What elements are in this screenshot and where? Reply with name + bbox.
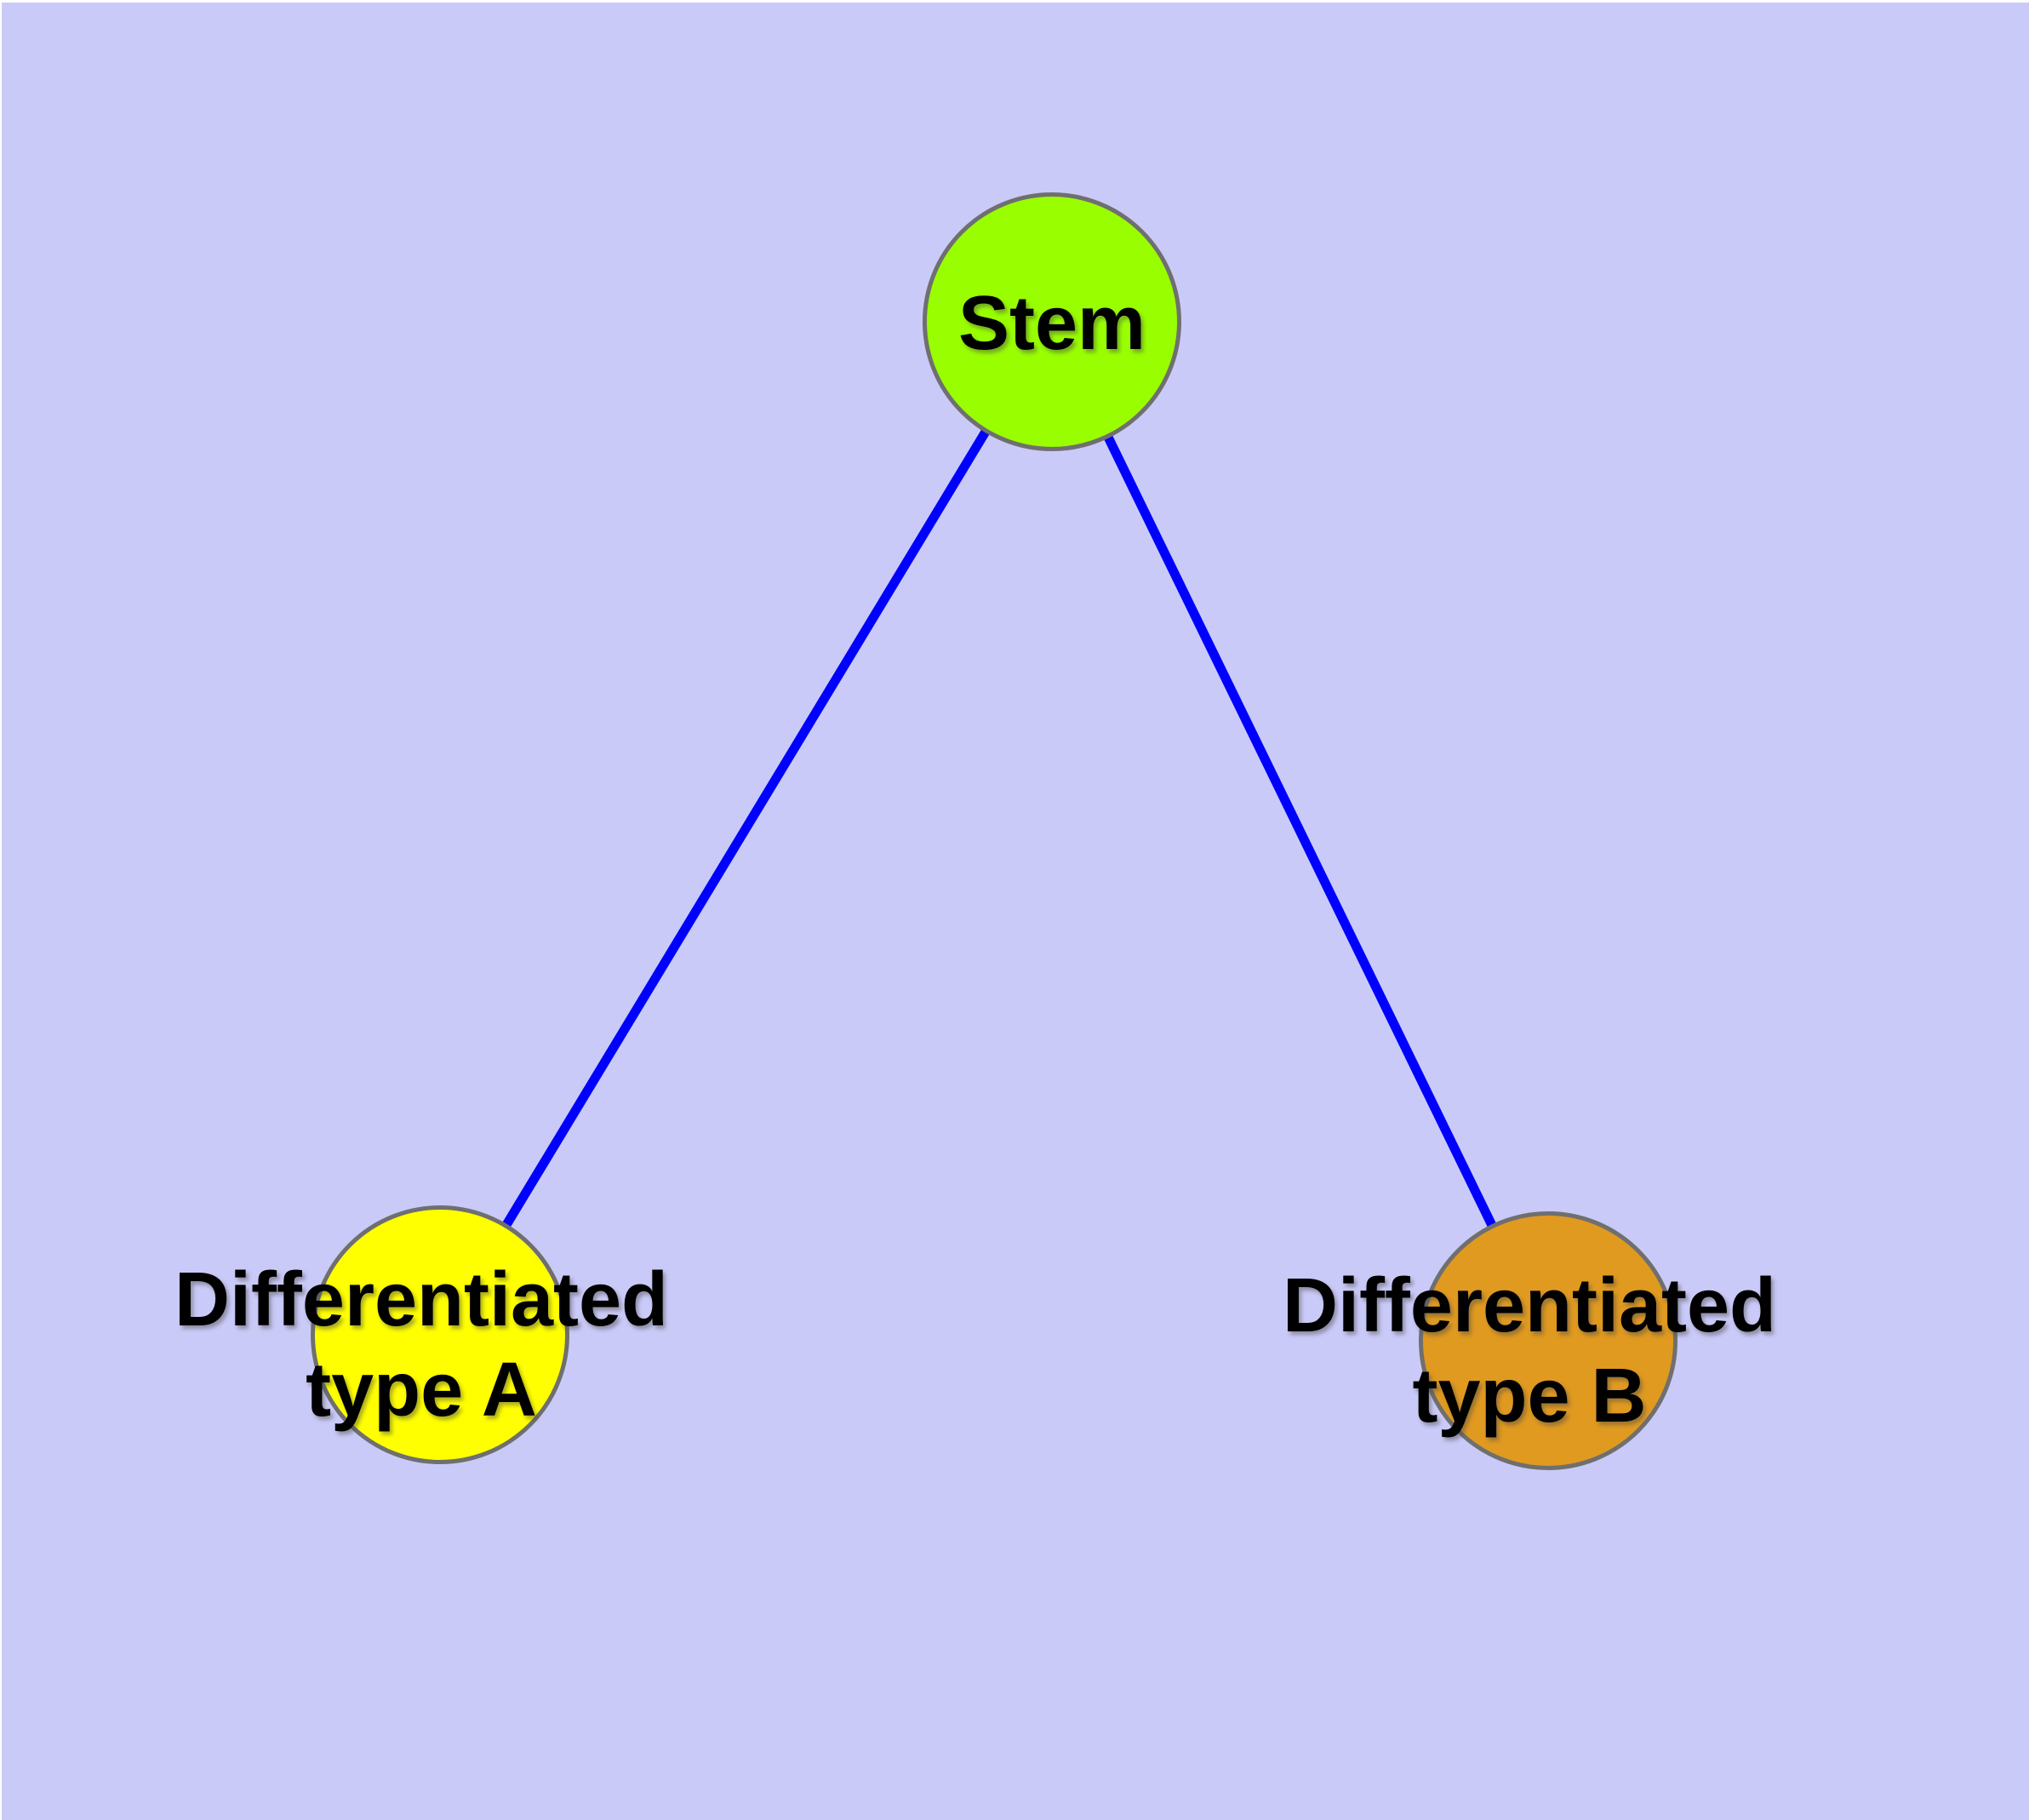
edge-stem-to-diff-a bbox=[436, 319, 1056, 1337]
edge-stem-to-diff-b bbox=[1048, 319, 1552, 1343]
edges-layer bbox=[436, 319, 1552, 1343]
node-differentiated-type-b-circle bbox=[1419, 1211, 1677, 1470]
diagram-canvas: Stem Differentiated type A Differentiate… bbox=[2, 3, 2029, 1820]
node-stem-circle bbox=[923, 192, 1181, 451]
node-differentiated-type-a-circle bbox=[311, 1205, 569, 1464]
